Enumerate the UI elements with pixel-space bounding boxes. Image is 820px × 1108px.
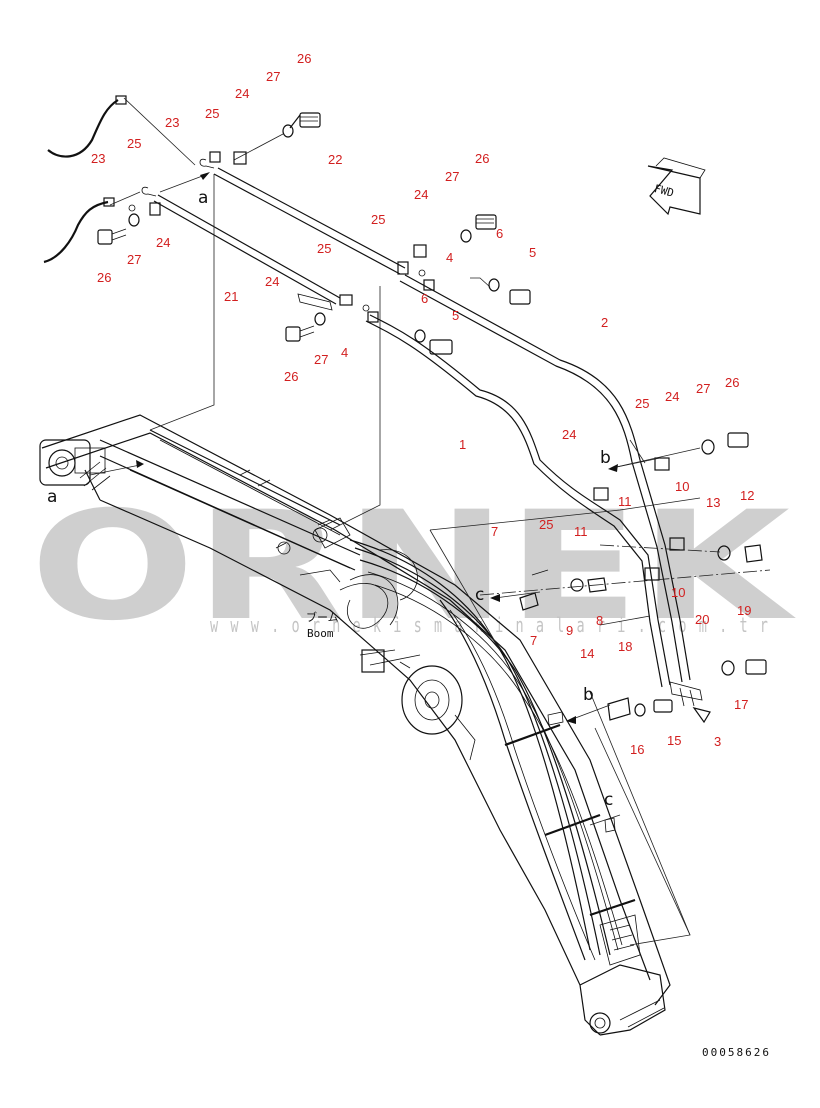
clamp-7-8-9: [519, 569, 607, 611]
callout-c3: 3: [714, 734, 721, 749]
callout-c6a: 6: [496, 226, 503, 241]
callout-c19: 19: [737, 603, 751, 618]
callout-c17: 17: [734, 697, 748, 712]
callout-c26e: 26: [725, 375, 739, 390]
right-tubes: [365, 274, 703, 707]
view-ref-a-left: a: [47, 487, 57, 507]
callout-c27b: 27: [445, 169, 459, 184]
callout-c24a: 24: [235, 86, 249, 101]
callout-c11b: 11: [574, 524, 588, 539]
callout-c5a: 5: [529, 245, 536, 260]
view-ref-c-lower: c: [604, 790, 613, 810]
callout-c24e: 24: [665, 389, 679, 404]
callout-c25c: 25: [371, 212, 385, 227]
callout-c8: 8: [596, 613, 603, 628]
callout-c18: 18: [618, 639, 632, 654]
view-ref-b-upper: b: [600, 448, 611, 468]
bolt-19-20: [721, 659, 767, 676]
bolt-26-top: [209, 112, 321, 165]
callout-c4a: 4: [446, 250, 453, 265]
callout-c9: 9: [566, 623, 573, 638]
callout-c23a: 23: [165, 115, 179, 130]
upper-tubes: [43, 95, 406, 549]
callout-c24b: 24: [414, 187, 428, 202]
watermark: ORNEK w w w . o r n e k i s m a k i n a …: [30, 480, 796, 654]
callout-c6b: 6: [421, 291, 428, 306]
callout-c23b: 23: [91, 151, 105, 166]
view-ref-c-mid: c: [475, 585, 484, 605]
boom-label-jp: ブーム: [306, 610, 339, 624]
callout-c27a: 27: [266, 69, 280, 84]
detail-frames: [89, 172, 771, 946]
callout-c24d: 24: [265, 274, 279, 289]
boom-cylinder: [99, 429, 361, 583]
fwd-label: FWD: [653, 182, 676, 200]
view-references: a a b b c c: [47, 188, 613, 810]
callout-c27d: 27: [314, 352, 328, 367]
document-number: 00058626: [702, 1046, 771, 1059]
bolt-26-left: [97, 202, 161, 245]
callout-c24c: 24: [156, 235, 170, 250]
callout-c12: 12: [740, 488, 754, 503]
view-ref-a-top: a: [198, 188, 208, 208]
bolt-26-right: [611, 432, 749, 469]
boom-label-en: Boom: [307, 627, 334, 640]
callout-c5b: 5: [452, 308, 459, 323]
callout-c7a: 7: [491, 524, 498, 539]
callout-c26a: 26: [297, 51, 311, 66]
callout-c10a: 10: [675, 479, 689, 494]
callout-c10b: 10: [671, 585, 685, 600]
callout-c7b: 7: [530, 633, 537, 648]
callout-c22: 22: [328, 152, 342, 167]
callout-c20: 20: [695, 612, 709, 627]
callout-c2: 2: [601, 315, 608, 330]
callout-c27c: 27: [127, 252, 141, 267]
callout-c25e: 25: [635, 396, 649, 411]
boom-body: [39, 414, 671, 1036]
callout-c16: 16: [630, 742, 644, 757]
callout-c25d: 25: [317, 241, 331, 256]
callout-c11a: 11: [618, 494, 632, 509]
callout-c15: 15: [667, 733, 681, 748]
callout-c1: 1: [459, 437, 466, 452]
callout-c26b: 26: [475, 151, 489, 166]
callout-c21: 21: [224, 289, 238, 304]
callout-c4b: 4: [341, 345, 348, 360]
clamp-14-15-16: [607, 697, 711, 724]
fwd-indicator: FWD: [647, 157, 706, 216]
callout-c25f: 25: [539, 517, 553, 532]
callout-c24f: 24: [562, 427, 576, 442]
callout-c25b: 25: [127, 136, 141, 151]
callout-c14: 14: [580, 646, 594, 661]
hardware: [97, 112, 767, 833]
callout-c27e: 27: [696, 381, 710, 396]
boom-label: ブーム Boom: [306, 610, 339, 640]
bolt-12-13: [717, 544, 763, 563]
bolt-26-mid: [285, 293, 379, 342]
callout-c26c: 26: [97, 270, 111, 285]
callout-c13: 13: [706, 495, 720, 510]
hose-bundle: [339, 539, 641, 966]
callout-c25a: 25: [205, 106, 219, 121]
view-ref-b-lower: b: [583, 685, 594, 705]
watermark-brand: ORNEK: [30, 480, 796, 654]
callout-c26d: 26: [284, 369, 298, 384]
bolt-26-upper-right: [397, 214, 531, 355]
